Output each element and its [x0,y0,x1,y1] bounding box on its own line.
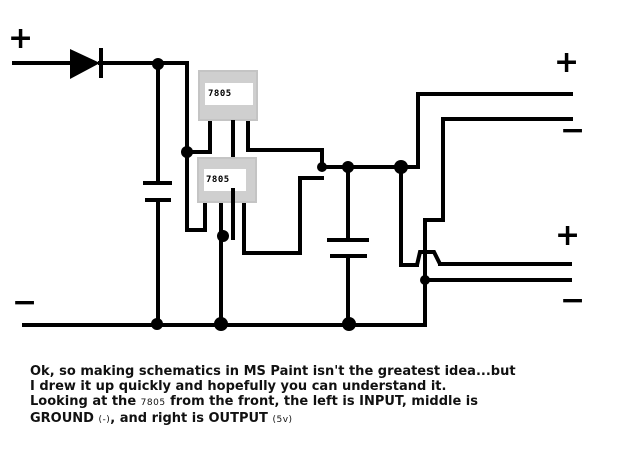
output-1-negative-label: − [560,113,585,148]
junction-node [214,317,228,331]
diode-icon [70,48,103,79]
input-capacitor-icon [143,181,172,202]
caption-line-2: I drew it up quickly and hopefully you c… [30,379,447,394]
caption-text: GROUND [30,411,99,426]
caption-part-number: 7805 [140,398,166,408]
input-negative-label: − [12,285,37,320]
output-capacitor-icon [327,238,369,258]
caption-text: , and right is OUTPUT [110,411,273,426]
regulator-1-label: 7805 [208,89,232,99]
regulator-2: 7805 [197,157,257,203]
caption-line-3: Looking at the 7805 from the front, the … [30,394,550,411]
regulator-2-label: 7805 [206,175,230,185]
output-1-positive-label: + [554,45,579,80]
caption: Ok, so making schematics in MS Paint isn… [30,364,550,428]
caption-voltage-note: (5v) [272,415,293,425]
junction-node [151,318,163,330]
caption-line-1: Ok, so making schematics in MS Paint isn… [30,364,516,379]
caption-text: Looking at the [30,394,141,409]
caption-line-4: GROUND (-), and right is OUTPUT (5v) [30,411,550,428]
regulator-1: 7805 [198,70,258,121]
caption-text: from the front, the left is INPUT, middl… [165,394,479,409]
output-2-negative-label: − [560,283,585,318]
junction-node [342,317,356,331]
input-positive-label: + [8,21,33,56]
wire-crossover-hop [415,250,442,266]
junction-node [217,230,229,242]
caption-ground-note: (-) [98,415,111,425]
output-2-positive-label: + [555,218,580,253]
